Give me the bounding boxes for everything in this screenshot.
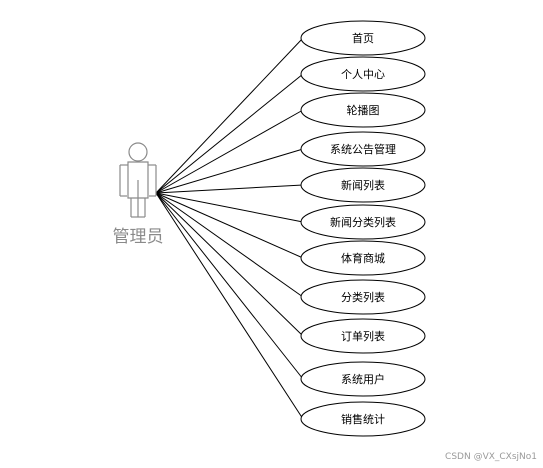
association-line	[155, 192, 304, 259]
association-line	[155, 184, 304, 194]
use-case-ellipse	[300, 20, 426, 56]
actor-body	[127, 161, 149, 199]
association-lines	[155, 37, 304, 420]
use-case: 首页	[300, 20, 426, 56]
use-case-label: 系统公告管理	[330, 142, 396, 156]
use-case-label: 系统用户	[341, 372, 385, 386]
use-case-label: 个人中心	[341, 68, 385, 81]
use-case-list: 首页个人中心轮播图系统公告管理新闻列表新闻分类列表体育商城分类列表订单列表系统用…	[300, 20, 426, 437]
use-case: 个人中心	[300, 56, 426, 92]
use-case-ellipse	[300, 204, 426, 240]
use-case: 系统用户	[300, 361, 426, 397]
use-case-label: 新闻列表	[341, 178, 385, 192]
association-line	[155, 192, 304, 223]
association-line	[155, 192, 304, 420]
use-case: 新闻分类列表	[300, 204, 426, 240]
use-case-ellipse	[300, 92, 426, 128]
use-case-ellipse	[300, 240, 426, 276]
use-case-ellipse	[300, 56, 426, 92]
actor-label: 管理员	[113, 227, 164, 247]
association-line	[155, 192, 304, 380]
use-case-label: 体育商城	[341, 251, 385, 265]
watermark: CSDN @VX_CXsjNo1	[445, 452, 537, 462]
use-case: 订单列表	[300, 318, 426, 354]
association-line	[155, 37, 304, 194]
use-case-ellipse	[300, 131, 426, 167]
use-case: 分类列表	[300, 279, 426, 315]
use-case: 新闻列表	[300, 167, 426, 203]
association-line	[155, 192, 304, 298]
association-line	[155, 109, 304, 194]
use-case-label: 首页	[352, 31, 374, 45]
use-case: 体育商城	[300, 240, 426, 276]
use-case: 销售统计	[300, 401, 426, 437]
association-line	[155, 148, 304, 194]
use-case-ellipse	[300, 318, 426, 354]
use-case-ellipse	[300, 401, 426, 437]
use-case: 轮播图	[300, 92, 426, 128]
actor-administrator: 管理员	[113, 142, 164, 247]
actor-head	[128, 142, 148, 162]
association-line	[155, 192, 304, 337]
use-case-ellipse	[300, 167, 426, 203]
use-case-label: 销售统计	[341, 412, 385, 426]
association-line	[155, 73, 304, 194]
use-case-ellipse	[300, 279, 426, 315]
use-case-label: 新闻分类列表	[330, 215, 396, 229]
use-case-ellipse	[300, 361, 426, 397]
use-case-label: 分类列表	[341, 290, 385, 304]
use-case: 系统公告管理	[300, 131, 426, 167]
use-case-label: 轮播图	[347, 103, 380, 117]
use-case-label: 订单列表	[341, 329, 385, 343]
